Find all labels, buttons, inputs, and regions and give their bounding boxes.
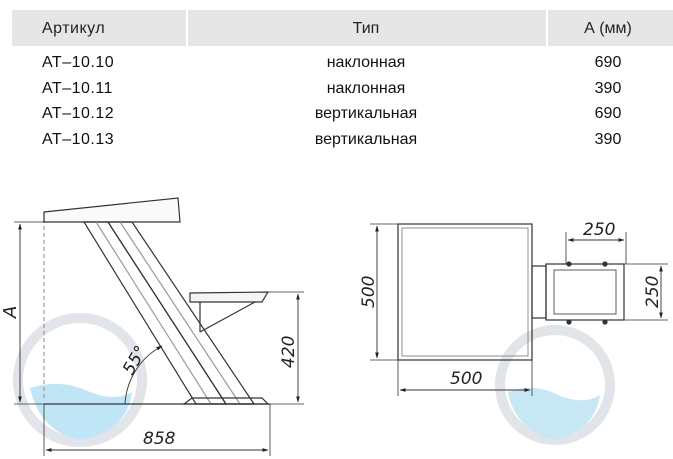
spec-table: Артикул Тип А (мм) АТ–10.10 наклонная 69…: [12, 10, 673, 152]
table-row: АТ–10.13 вертикальная 390: [12, 127, 673, 153]
dim-small-height-label: 250: [643, 276, 663, 308]
cell-type: наклонная: [326, 54, 406, 71]
dim-width-label: 858: [143, 429, 176, 449]
dim-bottom-label: 500: [450, 369, 482, 389]
watermark-left: [13, 313, 147, 447]
header-type: Тип: [352, 20, 380, 37]
cell-article: АТ–10.10: [42, 54, 115, 71]
table-header: Артикул Тип А (мм): [12, 10, 673, 46]
cell-type: вертикальная: [314, 105, 418, 122]
top-view: [370, 223, 668, 396]
watermark-right: [495, 325, 615, 445]
header-article: Артикул: [42, 20, 106, 37]
table-row: АТ–10.12 вертикальная 690: [12, 101, 673, 127]
cell-type: вертикальная: [314, 130, 418, 148]
cell-type: наклонная: [326, 79, 406, 97]
column-divider: [186, 10, 188, 46]
header-a: А (мм): [584, 20, 632, 37]
dim-left-label: 500: [359, 276, 379, 308]
dim-height-label: A: [0, 306, 21, 319]
dim-shelf-label: 420: [279, 336, 299, 368]
cell-a: 690: [594, 54, 622, 71]
table-row: АТ–10.10 наклонная 690: [12, 50, 673, 76]
column-divider: [546, 10, 548, 46]
watermark-logo-text: QP: [0, 0, 2, 1]
side-view: [14, 197, 304, 456]
cell-article: АТ–10.12: [42, 105, 115, 122]
cell-article: АТ–10.13: [42, 130, 115, 148]
dim-small-width-label: 250: [583, 220, 615, 240]
cell-a: 390: [594, 79, 622, 97]
cell-article: АТ–10.11: [42, 79, 113, 97]
table-row: АТ–10.11 наклонная 390: [12, 76, 673, 102]
cell-a: 390: [594, 130, 622, 148]
cell-a: 690: [594, 105, 622, 122]
